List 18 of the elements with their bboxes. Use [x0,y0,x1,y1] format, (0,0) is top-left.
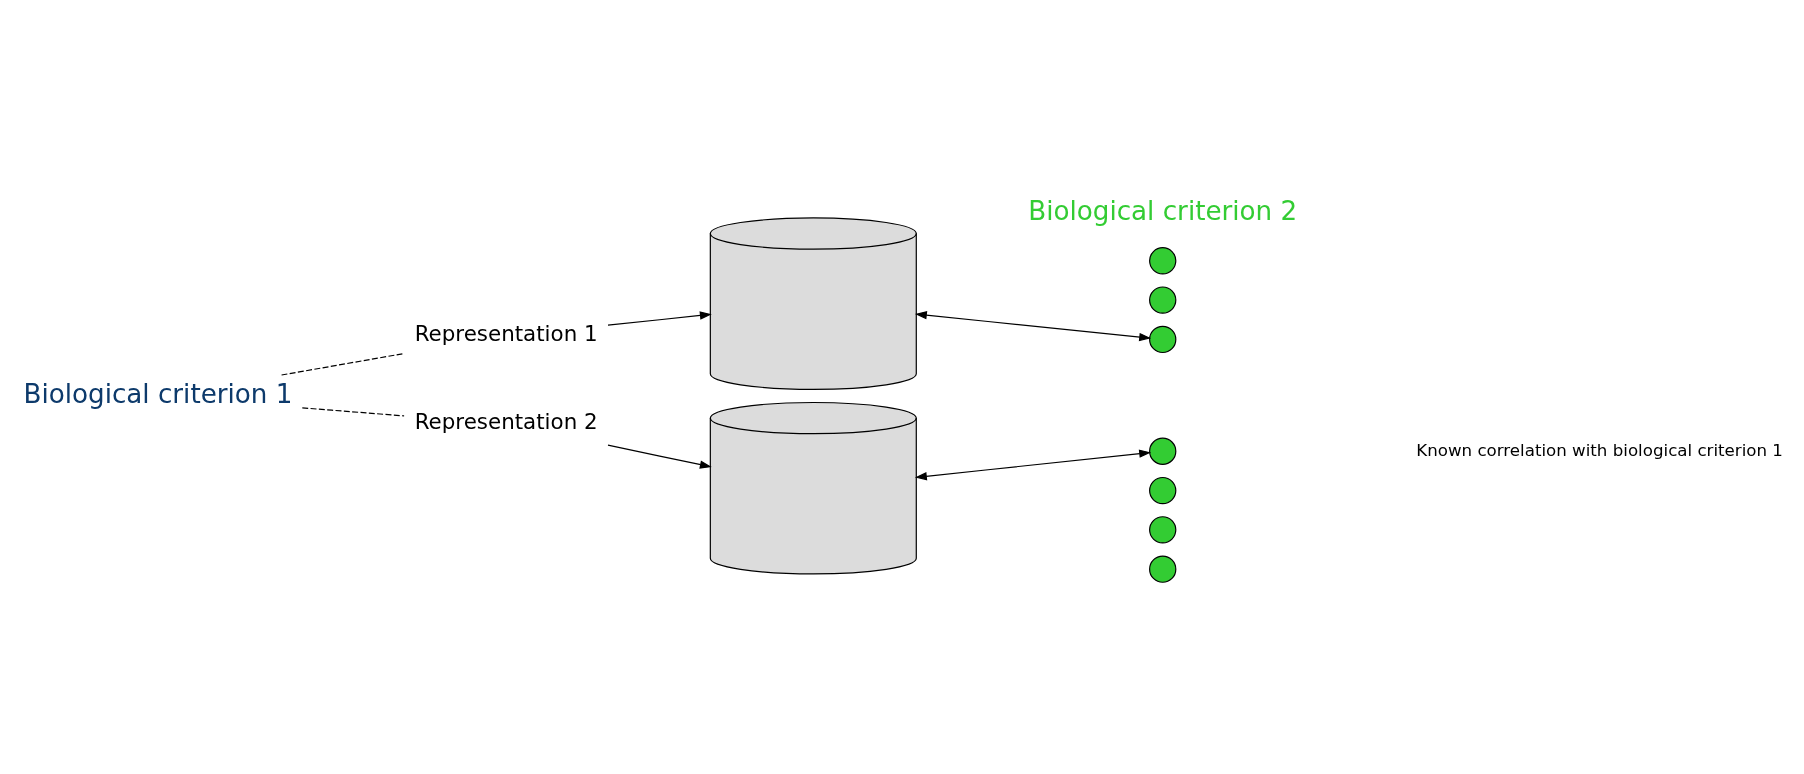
node-circle [1149,516,1177,544]
arrow [914,311,1152,342]
node-text: Representation 2 [414,409,598,435]
arrow [607,444,712,469]
connector [301,407,405,417]
node-text: Representation 1 [414,321,598,347]
node-circle [1149,325,1177,354]
arrow [914,449,1152,481]
node-circle [1149,247,1177,275]
node-circle [1149,437,1177,465]
label: Known correlation with biological criterion 1 [1416,440,1783,460]
connector [280,352,405,376]
node-circle [1149,555,1177,583]
node-text: Biological criterion 1 [23,379,293,410]
arrow [607,311,712,326]
node-circle [1149,476,1177,505]
node-circle [1149,286,1177,314]
label: Biological criterion 2 [1028,195,1298,226]
